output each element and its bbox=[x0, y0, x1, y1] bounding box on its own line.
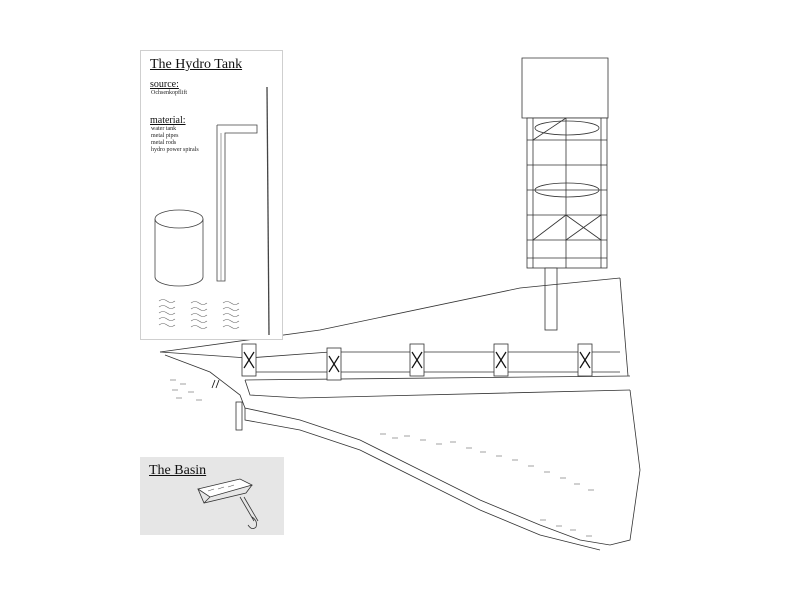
source-heading: source: bbox=[150, 79, 179, 90]
material-item: metal rods bbox=[151, 140, 177, 146]
material-heading: material: bbox=[150, 115, 186, 126]
material-item: hydro power spirals bbox=[151, 147, 199, 153]
tower-frame bbox=[526, 117, 608, 269]
tower-cap bbox=[521, 57, 609, 119]
material-item: water tank bbox=[151, 126, 177, 132]
material-item: metal pipes bbox=[151, 133, 179, 139]
ramp-upper-edge bbox=[159, 277, 621, 353]
material-list: water tank metal pipes metal rods hydro … bbox=[151, 126, 199, 154]
basin-illustration bbox=[197, 478, 259, 529]
tower-leg bbox=[544, 267, 558, 331]
hydro-tank-title: The Hydro Tank bbox=[150, 57, 243, 72]
hillside-edge bbox=[164, 354, 641, 546]
hydro-spirals-sketch bbox=[158, 299, 240, 329]
source-value: Ochsenkopflift bbox=[151, 90, 187, 96]
hydro-units bbox=[241, 343, 593, 381]
materials-illustration bbox=[154, 86, 270, 336]
metal-pipe-sketch bbox=[216, 124, 258, 282]
basin-panel: The Basin bbox=[140, 457, 284, 535]
hydro-tank-panel: The Hydro Tank source: Ochsenkopflift ma… bbox=[140, 50, 283, 340]
water-tank-sketch bbox=[154, 209, 204, 287]
basin-title: The Basin bbox=[149, 463, 207, 478]
grass-hatching bbox=[170, 379, 594, 537]
metal-rod-sketch bbox=[266, 86, 270, 336]
